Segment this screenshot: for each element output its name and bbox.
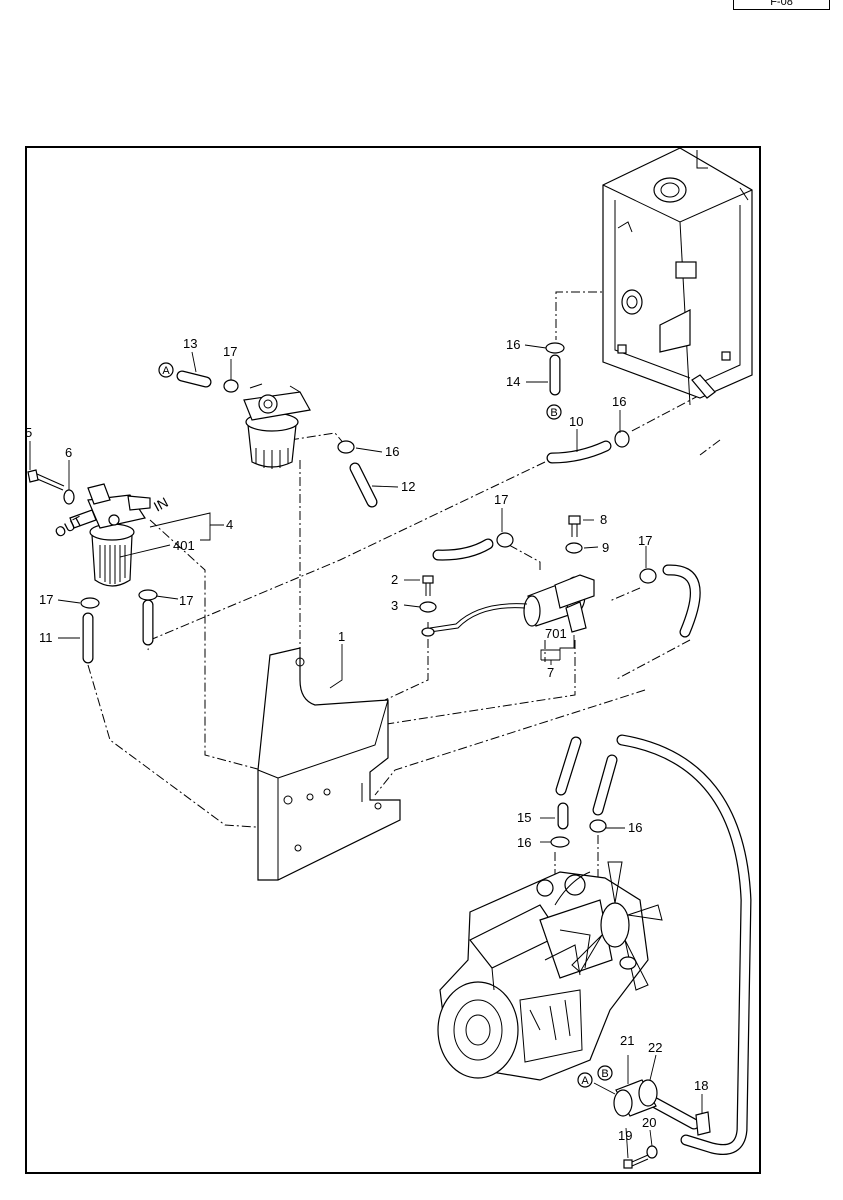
page-number-tab: F-08 xyxy=(733,0,830,10)
callout-labels: 1 2 3 4 401 5 6 7 701 8 9 10 11 12 13 14… xyxy=(25,336,708,1143)
callout-16-mid: 16 xyxy=(385,444,399,459)
callout-15: 15 xyxy=(517,810,531,825)
callout-20: 20 xyxy=(642,1115,656,1130)
bracket-1 xyxy=(257,647,401,881)
callout-10: 10 xyxy=(569,414,583,429)
hoses xyxy=(82,354,752,1155)
callout-17-filter: 17 xyxy=(179,593,193,608)
callout-14: 14 xyxy=(506,374,520,389)
callout-701: 701 xyxy=(545,626,567,641)
callout-4: 4 xyxy=(226,517,233,532)
callout-5: 5 xyxy=(25,425,32,440)
callout-16-right: 16 xyxy=(612,394,626,409)
marker-a-lower: A xyxy=(581,1075,589,1087)
callout-16-tank: 16 xyxy=(506,337,520,352)
washer-6 xyxy=(63,489,75,505)
callout-16-engine-right: 16 xyxy=(628,820,642,835)
fuel-pump-7 xyxy=(429,574,595,633)
callout-8: 8 xyxy=(600,512,607,527)
ring-3b xyxy=(421,627,435,637)
bracket-18 xyxy=(695,1111,711,1136)
bolt-19 xyxy=(623,1154,649,1169)
washer-20 xyxy=(646,1145,658,1159)
callout-17-top: 17 xyxy=(223,344,237,359)
screw-8 xyxy=(568,515,581,537)
fuel-tank xyxy=(602,147,753,406)
callout-22: 22 xyxy=(648,1040,662,1055)
callout-12: 12 xyxy=(401,479,415,494)
fuel-filter-assembly xyxy=(69,483,151,587)
screw-2 xyxy=(422,575,434,596)
callout-401: 401 xyxy=(173,538,195,553)
leader-lines xyxy=(29,344,703,1159)
bolt-5 xyxy=(27,469,65,491)
label-in: IN xyxy=(151,494,171,515)
callout-9: 9 xyxy=(602,540,609,555)
callout-6: 6 xyxy=(65,445,72,460)
marker-b-lower: B xyxy=(601,1068,608,1080)
washer-3 xyxy=(419,601,437,613)
callout-18: 18 xyxy=(694,1078,708,1093)
marker-a-upper: A xyxy=(162,365,170,377)
callout-3: 3 xyxy=(391,598,398,613)
marker-b-upper: B xyxy=(550,407,557,419)
callout-2: 2 xyxy=(391,572,398,587)
strainer-21 xyxy=(613,1079,658,1117)
callout-17-right: 17 xyxy=(638,533,652,548)
callout-16-engine-left: 16 xyxy=(517,835,531,850)
diagram-frame xyxy=(25,146,761,1174)
callout-1: 1 xyxy=(338,629,345,644)
callout-17-left: 17 xyxy=(39,592,53,607)
callout-17-pump: 17 xyxy=(494,492,508,507)
water-separator xyxy=(243,383,311,469)
callout-21: 21 xyxy=(620,1033,634,1048)
callout-19: 19 xyxy=(618,1128,632,1143)
engine xyxy=(437,861,663,1081)
callout-7: 7 xyxy=(547,665,554,680)
callout-13: 13 xyxy=(183,336,197,351)
callout-11: 11 xyxy=(39,630,53,645)
washer-9 xyxy=(565,542,583,554)
connection-markers: A B A B xyxy=(158,362,613,1088)
